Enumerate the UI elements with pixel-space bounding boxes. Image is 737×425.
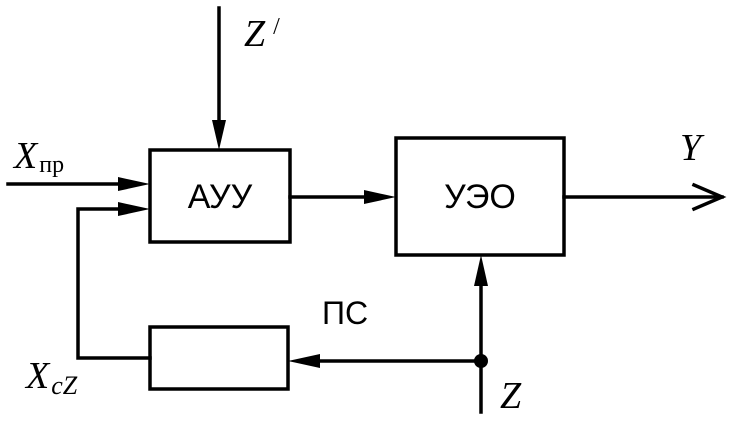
label-ps: ПС [322, 295, 368, 331]
auu-to-ueo-arrowhead [364, 190, 396, 204]
block-feedback [148, 325, 290, 391]
block-ueo [394, 136, 566, 257]
label-z-prime: Z/ [244, 13, 280, 55]
z-prime-arrowhead [212, 120, 226, 150]
block-auu [148, 148, 292, 244]
feedback-loop-arrowhead [118, 202, 150, 216]
label-z: Z [500, 375, 522, 417]
label-x-pr: Xпр [12, 135, 64, 178]
y-output-arrowhead [691, 182, 727, 212]
label-y: Y [680, 127, 705, 169]
feedback-loop-line [76, 207, 152, 360]
z-to-feedback-arrowhead [288, 354, 320, 368]
label-x-cz: XcZ [24, 355, 78, 400]
x-pr-arrowhead [118, 177, 150, 191]
block-ueo-label: УЭО [444, 178, 516, 216]
block-auu-label: АУУ [188, 178, 253, 216]
z-to-ueo-arrowhead [474, 255, 488, 286]
